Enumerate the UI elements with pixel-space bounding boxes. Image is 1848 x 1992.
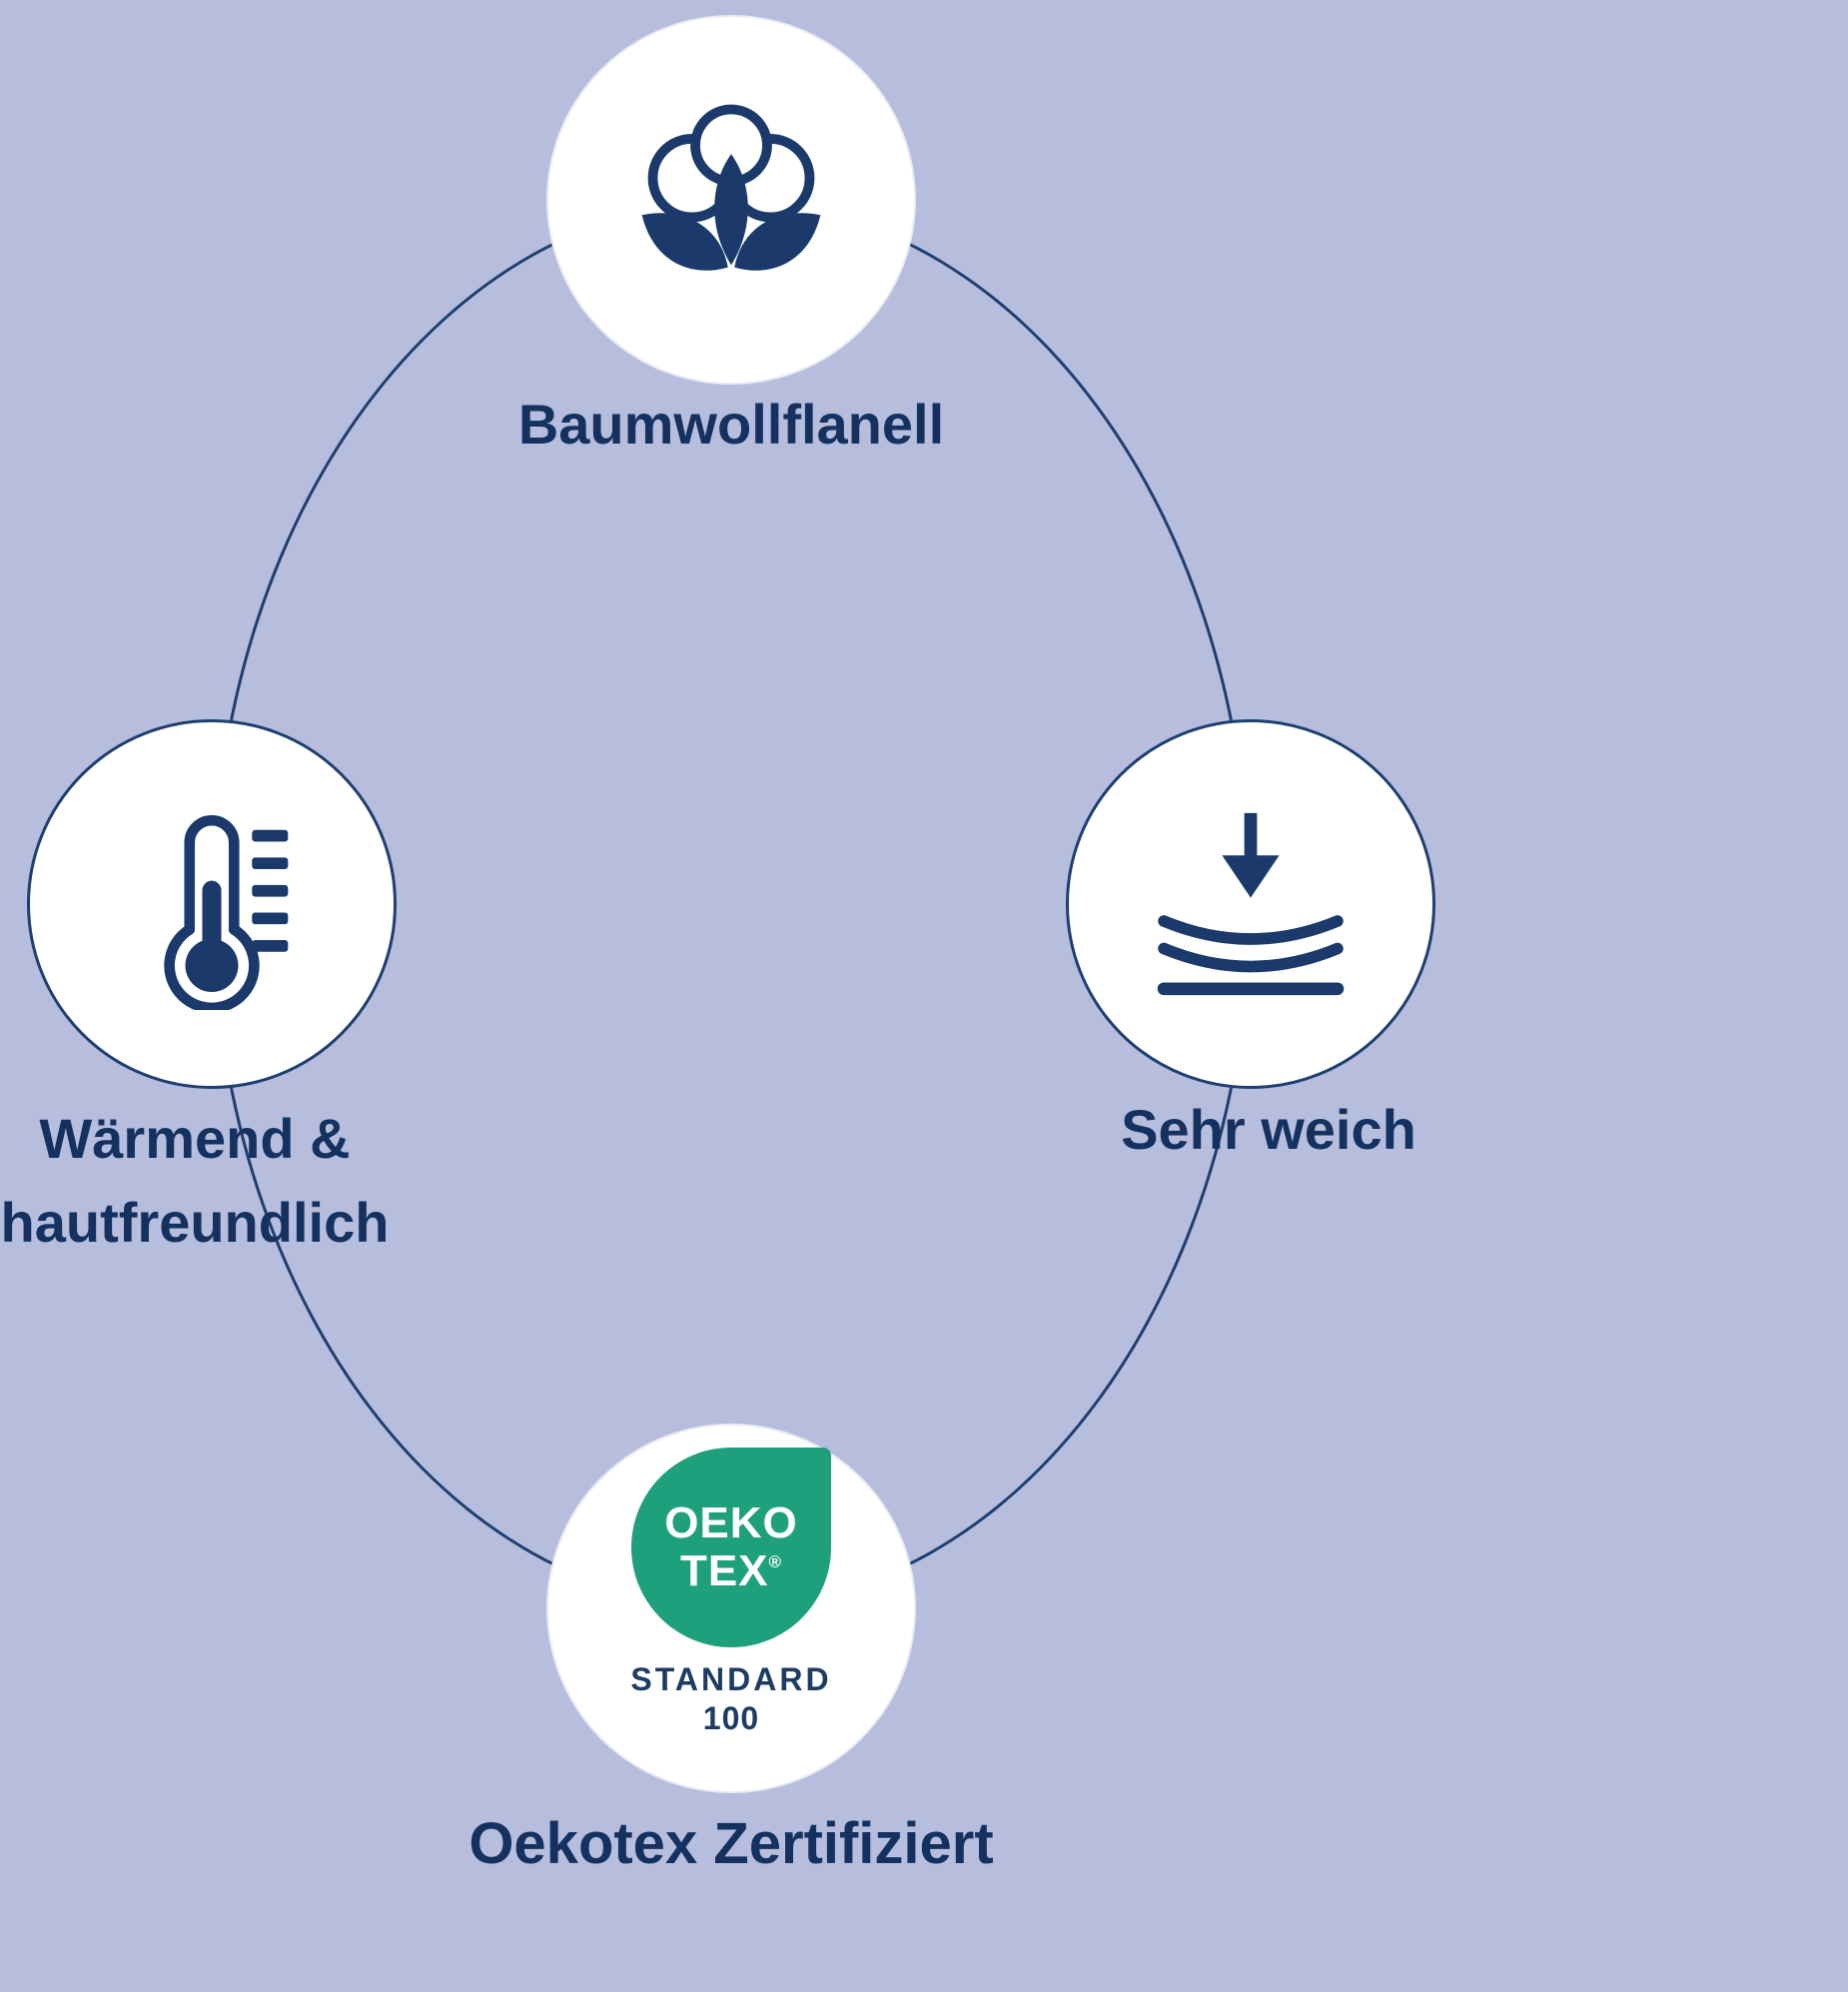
feature-label-sehr-weich: Sehr weich (1121, 1098, 1416, 1161)
oekotex-word-oeko: OEKO (664, 1498, 798, 1548)
softness-icon-circle (1066, 719, 1435, 1089)
thermometer-icon-circle (27, 719, 397, 1089)
oekotex-standard-number: 100 (702, 1700, 760, 1736)
cotton-icon (641, 104, 821, 271)
feature-label-waermend: Wärmend & hautfreundlich (0, 1097, 438, 1265)
feature-label-oekotex: Oekotex Zertifiziert (468, 1811, 994, 1876)
oekotex-logo-icon: OEKO TEX® (631, 1448, 831, 1647)
feature-label-baumwollflanell: Baumwollflanell (517, 393, 945, 456)
softness-icon (1157, 812, 1345, 996)
oekotex-word-tex: TEX® (680, 1547, 782, 1595)
cotton-icon-circle (546, 15, 916, 385)
registered-trademark-symbol: ® (768, 1552, 783, 1571)
oekotex-icon-circle: OEKO TEX® STANDARD 100 (546, 1424, 916, 1793)
feature-label-line-2: hautfreundlich (0, 1191, 390, 1254)
feature-label-line-1: Wärmend & (39, 1107, 351, 1170)
thermometer-icon (164, 814, 289, 1010)
oekotex-word-tex-text: TEX (679, 1546, 769, 1595)
oekotex-standard-text: STANDARD (630, 1661, 832, 1697)
